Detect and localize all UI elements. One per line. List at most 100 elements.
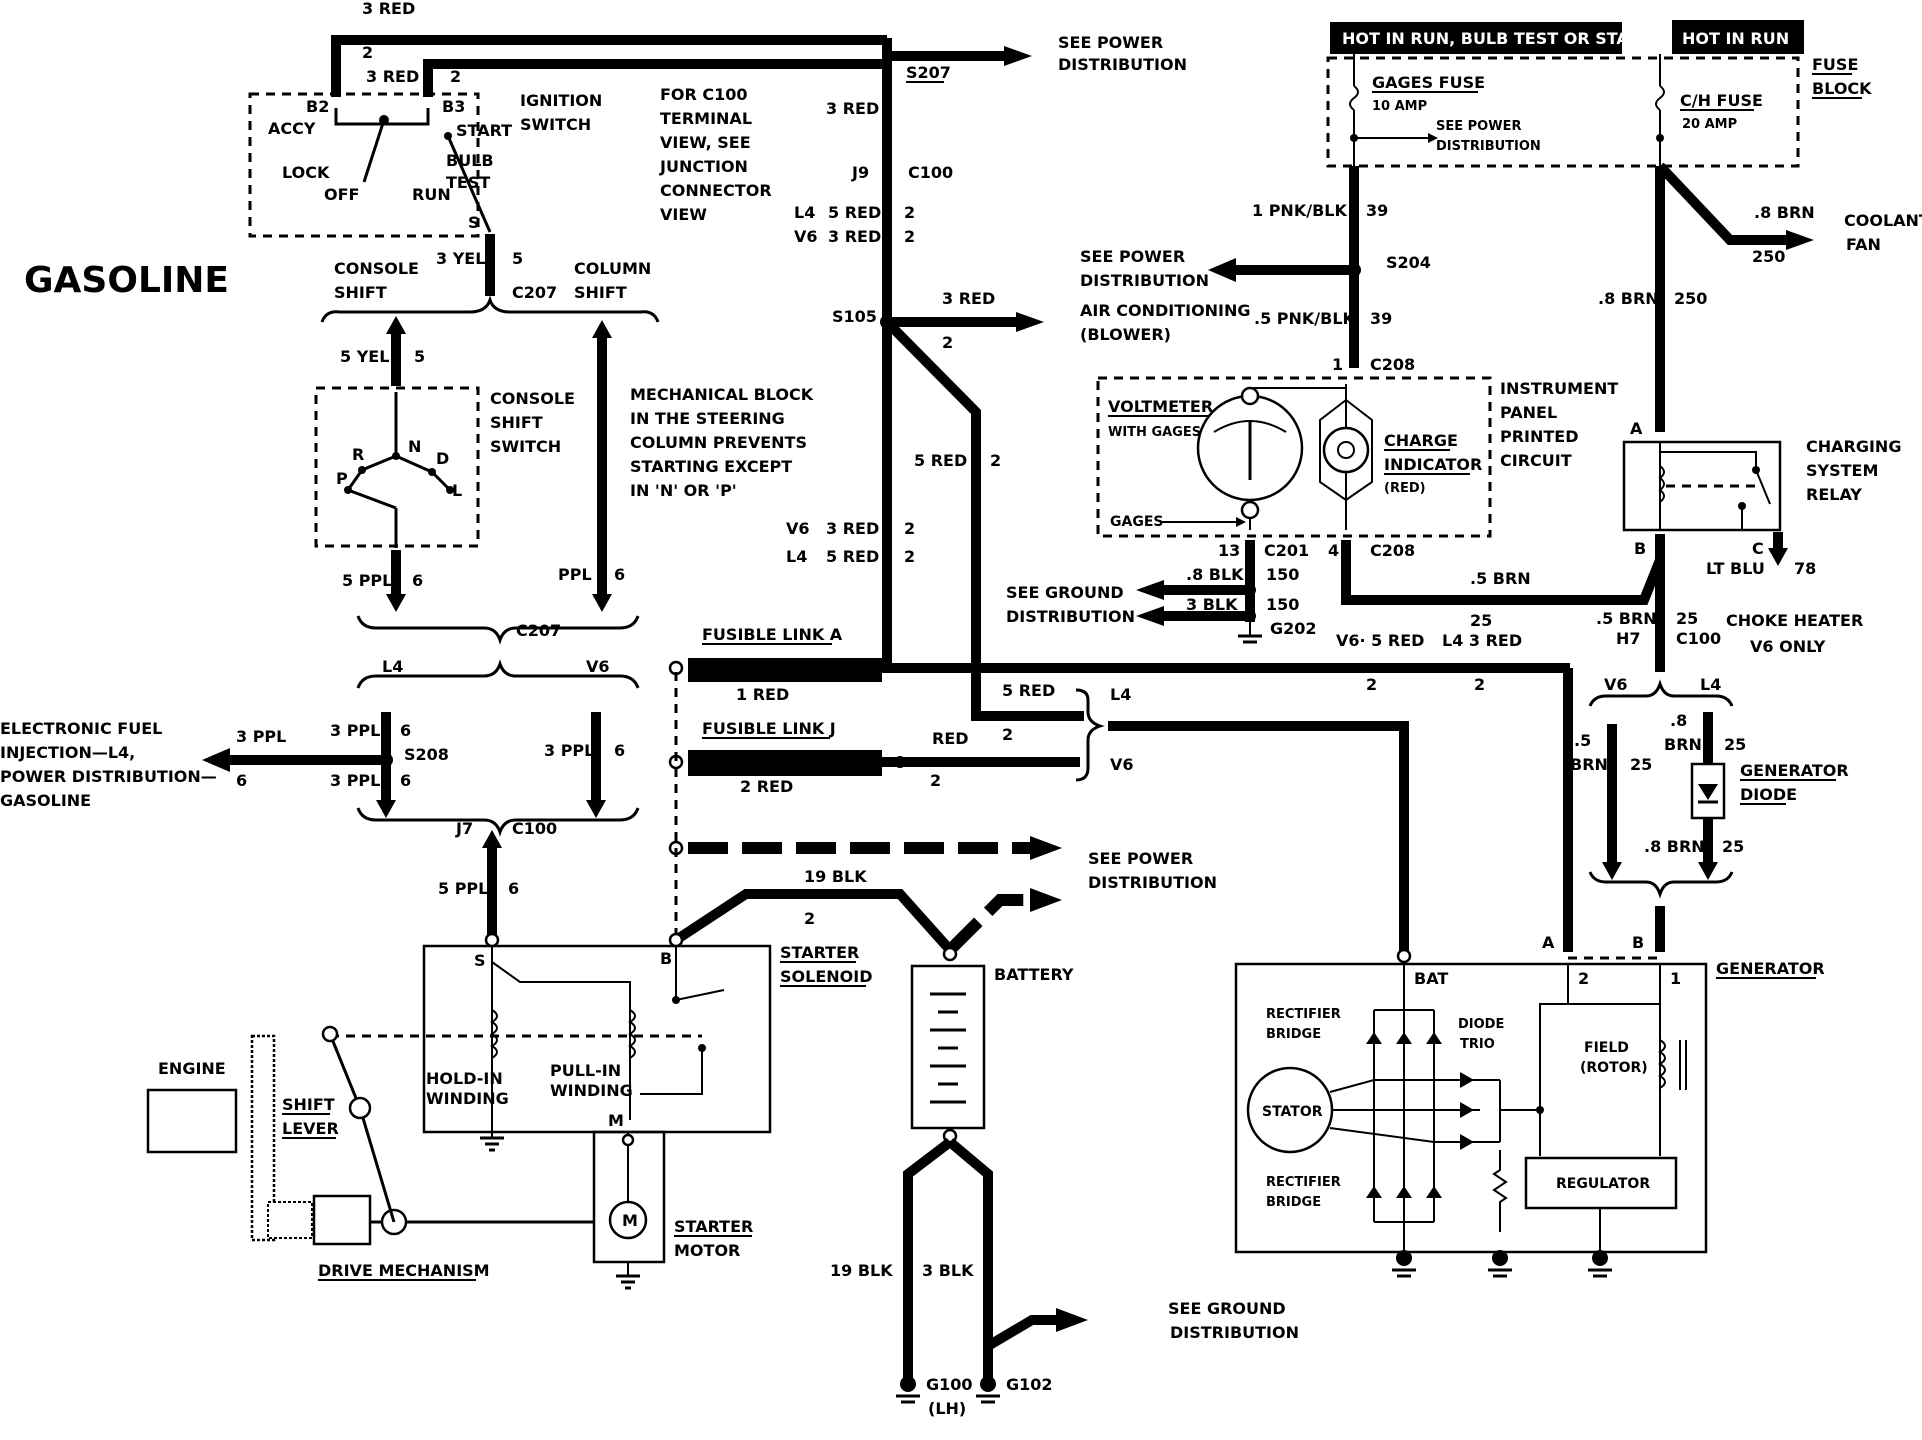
label-battery: BATTERY <box>994 965 1074 984</box>
brace-c100 <box>356 807 640 837</box>
trio-node <box>1536 1106 1544 1114</box>
label-3red-ac: 3 RED <box>942 289 995 308</box>
label-s208: S208 <box>404 745 449 764</box>
voltmeter-bottom <box>1240 500 1260 520</box>
label-5red: 5 RED <box>914 451 967 470</box>
arrowhead-lt-blu <box>1768 548 1788 566</box>
label-ac-blower: AIR CONDITIONING <box>1080 301 1251 320</box>
label-gear-n: N <box>408 437 421 456</box>
label-m-term: M <box>608 1111 624 1130</box>
rect-diode-1 <box>1366 1032 1382 1044</box>
sol-wire-s2 <box>491 961 631 1120</box>
label-see-ground-1b: DISTRIBUTION <box>1006 607 1135 626</box>
label-v6-gen: V6 <box>1604 675 1628 694</box>
label-fuse-block: FUSE <box>1812 55 1858 74</box>
pull-in-coil <box>628 1009 636 1059</box>
label-see-power-fuse: SEE POWER <box>1436 119 1521 134</box>
label-s105: S105 <box>832 307 877 326</box>
gages-node <box>1350 134 1358 142</box>
label-13: 13 <box>1218 541 1240 560</box>
relay-c1 <box>1752 466 1760 474</box>
label-c100-note-5: CONNECTOR <box>660 181 772 200</box>
label-fusible-j: FUSIBLE LINK J <box>702 719 836 738</box>
label-3red-b3: 3 RED <box>366 67 419 86</box>
label-39-b: 39 <box>1370 309 1392 328</box>
arrowhead-fuse-tap <box>1428 133 1438 143</box>
label-2-gen-b: 2 <box>1474 675 1485 694</box>
arrowhead-s208-l4 <box>376 800 396 818</box>
trio-diode-2 <box>1460 1102 1474 1118</box>
label-5ppl: 5 PPL <box>342 571 392 590</box>
label-ch-fuse: C/H FUSE <box>1680 91 1763 110</box>
label-pull-in-b: WINDING <box>550 1081 633 1100</box>
label-charging-relay-c: RELAY <box>1806 485 1862 504</box>
label-hot-run: HOT IN RUN <box>1682 29 1789 48</box>
gen-term-bat <box>1396 948 1412 964</box>
label-c100-note-2: TERMINAL <box>660 109 752 128</box>
label-fuse-block-b: BLOCK <box>1812 79 1872 98</box>
gen-field-link <box>1539 1003 1660 1156</box>
label-c201: C201 <box>1264 541 1309 560</box>
label-g100: G100 <box>926 1375 973 1394</box>
label-s204: S204 <box>1386 253 1431 272</box>
label-39-a: 39 <box>1366 201 1388 220</box>
label-start: START <box>456 121 512 140</box>
node-c201-b <box>1244 610 1256 622</box>
voltmeter-top <box>1240 386 1260 406</box>
label-instrument-panel: INSTRUMENT <box>1500 379 1618 398</box>
label-see-ground-2: SEE GROUND <box>1168 1299 1286 1318</box>
label-b-relay: B <box>1634 539 1646 558</box>
label-mech-1: MECHANICAL BLOCK <box>630 385 814 404</box>
label-25-v6: 25 <box>1630 755 1652 774</box>
trio-diode-1 <box>1460 1072 1474 1088</box>
label-g202: G202 <box>1270 619 1317 638</box>
label-l4-5red: 5 RED <box>828 203 881 222</box>
label-3blk-bottom: 3 BLK <box>922 1261 974 1280</box>
label-78: 78 <box>1794 559 1816 578</box>
arrowhead-efi <box>202 748 230 772</box>
wire-battery-power <box>945 894 1036 955</box>
arrowhead-column-bottom <box>592 594 612 612</box>
ch-fuse-element <box>1655 85 1665 111</box>
ignition-switch-box <box>248 92 480 238</box>
label-2-gen-a: 2 <box>1366 675 1377 694</box>
sol-term-s <box>484 932 500 948</box>
label-one: 1 <box>1332 355 1343 374</box>
label-1red: 1 RED <box>736 685 789 704</box>
label-05-v6: .5 <box>1574 731 1591 750</box>
label-c100-a: C100 <box>908 163 953 182</box>
label-field-b: (ROTOR) <box>1580 1060 1648 1076</box>
label-5yel-n: 5 <box>414 347 425 366</box>
node-g102 <box>980 1376 996 1392</box>
label-see-ground-2b: DISTRIBUTION <box>1170 1323 1299 1342</box>
label-08blk: .8 BLK <box>1186 565 1244 584</box>
label-25-b: 25 <box>1676 609 1698 628</box>
label-25-l4: 25 <box>1724 735 1746 754</box>
label-choke-b: V6 ONLY <box>1750 637 1826 656</box>
sol-c1 <box>672 996 680 1004</box>
arrowhead-power-1 <box>1004 46 1032 66</box>
ci-split <box>1319 399 1373 502</box>
css-node-r <box>358 466 366 474</box>
arrowhead-ac <box>1016 312 1044 332</box>
label-ppl-n: 6 <box>614 565 625 584</box>
ign-lever <box>362 119 386 183</box>
label-lt-blu: LT BLU <box>1706 559 1765 578</box>
label-rect-bridge-2: RECTIFIER <box>1266 1175 1341 1190</box>
charge-indicator-inner <box>1337 441 1355 459</box>
label-3red-trunk: 3 RED <box>826 99 879 118</box>
label-l4-5red-b: 5 RED <box>826 547 879 566</box>
label-charge-ind-b: INDICATOR <box>1384 455 1482 474</box>
label-08brn-relay: .8 BRN <box>1598 289 1659 308</box>
label-v6-2-b: 2 <box>904 519 915 538</box>
hold-in-coil <box>490 1009 498 1059</box>
label-150-b: 150 <box>1266 595 1299 614</box>
label-150-a: 150 <box>1266 565 1299 584</box>
label-console-switch-b: SHIFT <box>490 413 543 432</box>
generator-box <box>1234 962 1708 1254</box>
charging-relay-box <box>1622 440 1782 532</box>
label-ignition-switch-b: SWITCH <box>520 115 591 134</box>
label-3ppl-v6: 3 PPL <box>544 741 594 760</box>
label-diode-trio: DIODE <box>1458 1017 1504 1032</box>
